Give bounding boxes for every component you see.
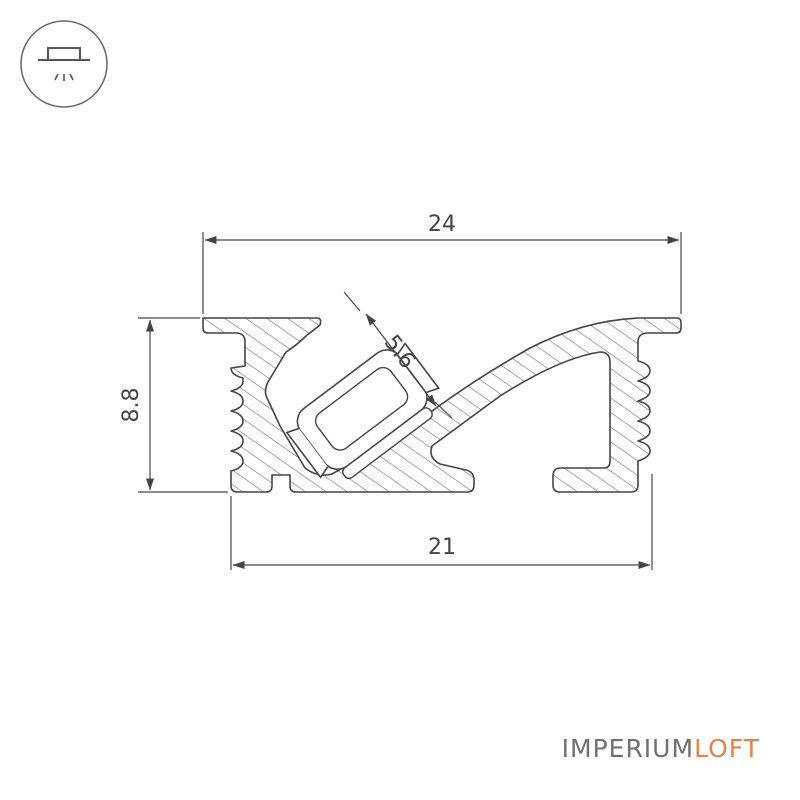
dimension-lines <box>146 236 680 569</box>
profile-body <box>202 317 682 493</box>
brand-logo-part1: IMPERIUM <box>561 734 695 763</box>
dim-height-label: 8.8 <box>119 388 144 423</box>
extension-lines <box>138 232 682 570</box>
brand-logo-part2: LOFT <box>694 734 760 763</box>
dim-top-width-label: 24 <box>428 212 456 237</box>
recessed-ceiling-light-icon <box>20 20 108 108</box>
brand-logo: IMPERIUMLOFT <box>562 734 760 763</box>
dim-bottom-width-label: 21 <box>428 535 456 560</box>
dim-line-lens-width <box>365 313 437 407</box>
